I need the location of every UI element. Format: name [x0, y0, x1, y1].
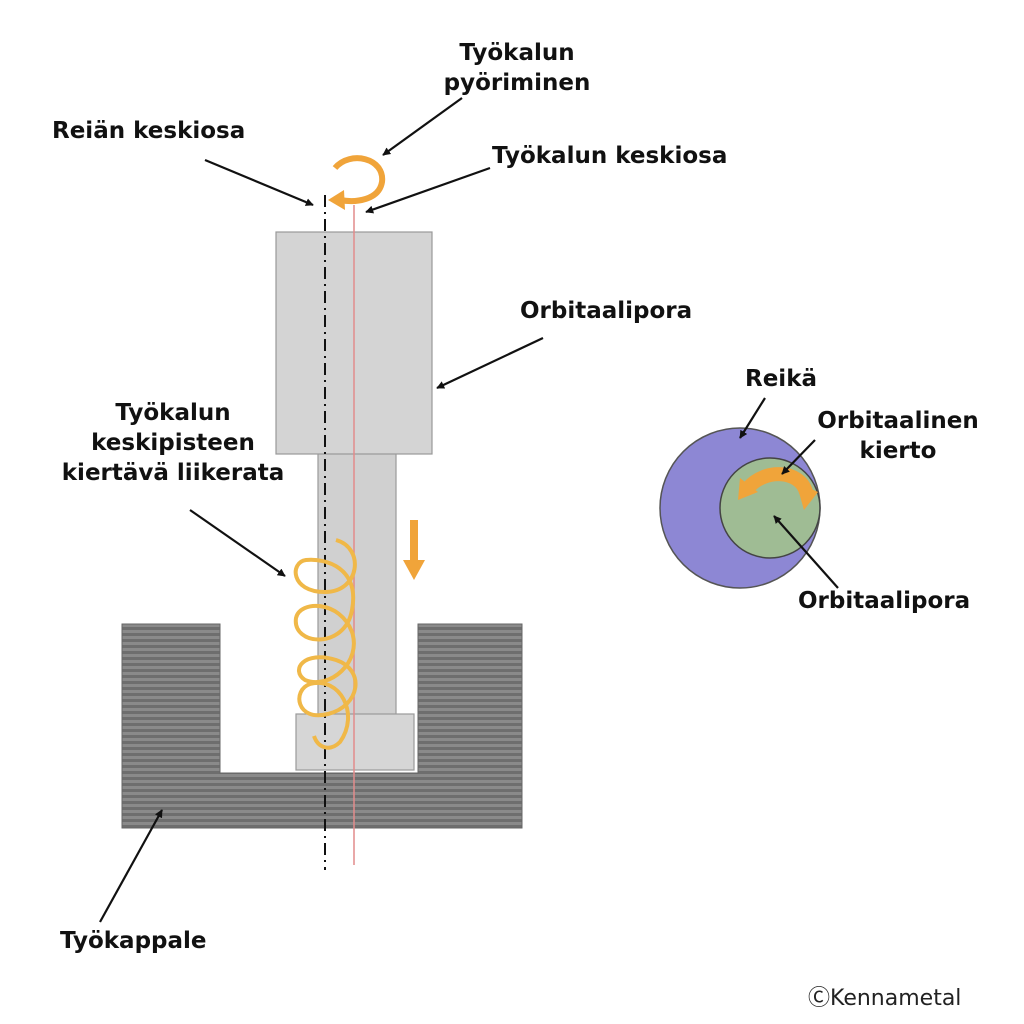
label-tool-path-line1: Työkalun	[115, 400, 231, 426]
label-tool-rotation: Työkalun pyöriminen	[412, 38, 622, 98]
label-hole: Reikä	[745, 366, 818, 392]
arrow-tool-path	[189, 509, 286, 577]
arrow-hole-center	[204, 158, 314, 207]
label-workpiece: Työkappale	[60, 928, 207, 954]
arrow-workpiece	[99, 809, 163, 923]
arrow-orbital-drill-small	[773, 515, 839, 589]
leader-arrows	[99, 97, 839, 923]
label-tool-rotation-line2: pyöriminen	[443, 70, 591, 96]
tool-shank	[317, 451, 397, 745]
arrow-tool-rotation	[382, 97, 463, 156]
label-orbital-rotation-line2: kierto	[859, 438, 937, 464]
label-orbital-rotation: Orbitaalinen kierto	[800, 406, 996, 466]
arrow-hole	[739, 397, 766, 439]
hole-top-view	[659, 427, 821, 589]
tool-rotation-icon	[328, 155, 386, 210]
workpiece	[121, 623, 523, 829]
label-tool-path-line3: kiertävä liikerata	[61, 460, 285, 486]
label-hole-center: Reiän keskiosa	[52, 118, 246, 144]
label-tool-path: Työkalun keskipisteen kiertävä liikerata	[55, 398, 291, 488]
arrow-tool-center	[365, 166, 491, 214]
label-tool-path-line2: keskipisteen	[91, 430, 255, 456]
feed-arrow-icon	[403, 520, 425, 580]
tool-head	[295, 713, 415, 771]
copyright-text: ⒸKennametal	[808, 986, 962, 1011]
label-orbital-rotation-line1: Orbitaalinen	[817, 408, 979, 434]
arrow-orbital-drill	[436, 337, 544, 389]
arrow-orbital-rotation	[781, 439, 816, 475]
helical-tool-path	[293, 538, 358, 750]
label-tool-rotation-line1: Työkalun	[459, 40, 575, 66]
label-tool-center: Työkalun keskiosa	[492, 143, 728, 169]
label-orbital-drill: Orbitaalipora	[520, 298, 693, 324]
label-orbital-drill-small: Orbitaalipora	[798, 588, 971, 614]
